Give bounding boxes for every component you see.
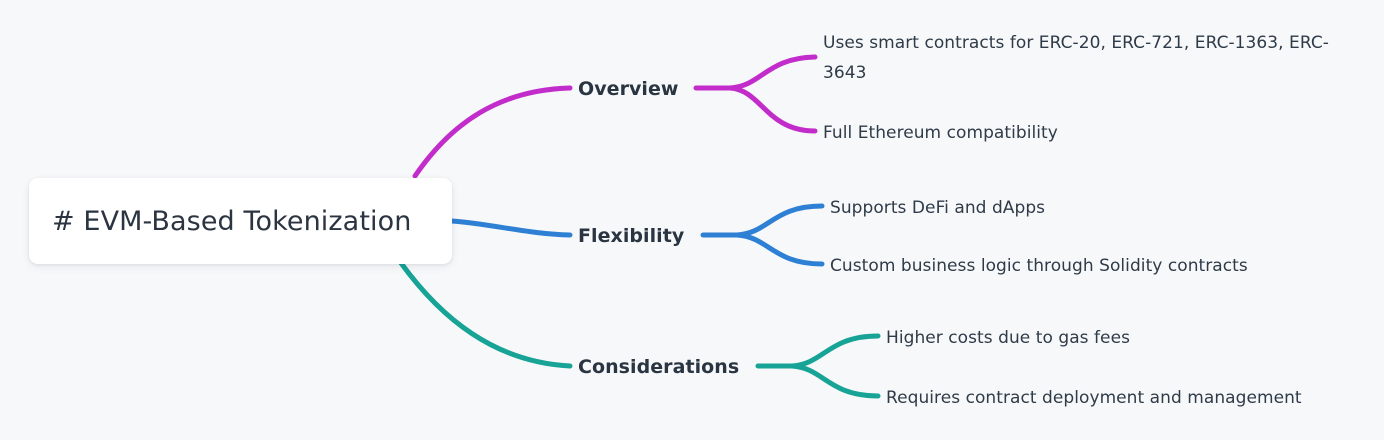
- leaf-label-flexibility-1[interactable]: Supports DeFi and dApps: [830, 198, 1046, 218]
- leaf-label-considerations-1[interactable]: Higher costs due to gas fees: [886, 328, 1130, 348]
- branch-label-flexibility[interactable]: Flexibility: [578, 225, 685, 247]
- edge-flexibility-to-leaf-2: [734, 232, 825, 267]
- leaf-label-considerations-2[interactable]: Requires contract deployment and managem…: [886, 388, 1302, 408]
- leaf-label-overview-1[interactable]: Uses smart contracts for ERC-20, ERC-721…: [823, 33, 1329, 83]
- leaf-label-overview-2[interactable]: Full Ethereum compatibility: [823, 123, 1058, 143]
- branch-label-considerations[interactable]: Considerations: [578, 356, 740, 378]
- edge-overview-to-leaf-2: [727, 85, 818, 134]
- branch-label-overview[interactable]: Overview: [578, 78, 679, 100]
- root-node-label: # EVM-Based Tokenization: [52, 205, 412, 237]
- leaf-label-flexibility-2[interactable]: Custom business logic through Solidity c…: [830, 256, 1248, 276]
- edge-considerations-to-leaf-1: [789, 333, 881, 369]
- edge-overview-to-leaf-1: [727, 54, 818, 91]
- edge-root-to-overview: [412, 85, 573, 179]
- root-node[interactable]: # EVM-Based Tokenization: [29, 178, 452, 264]
- edge-root-to-considerations: [398, 260, 573, 369]
- edge-root-to-flexibility: [449, 218, 573, 238]
- edge-considerations-to-leaf-2: [789, 363, 881, 399]
- edge-flexibility-to-leaf-1: [734, 203, 825, 238]
